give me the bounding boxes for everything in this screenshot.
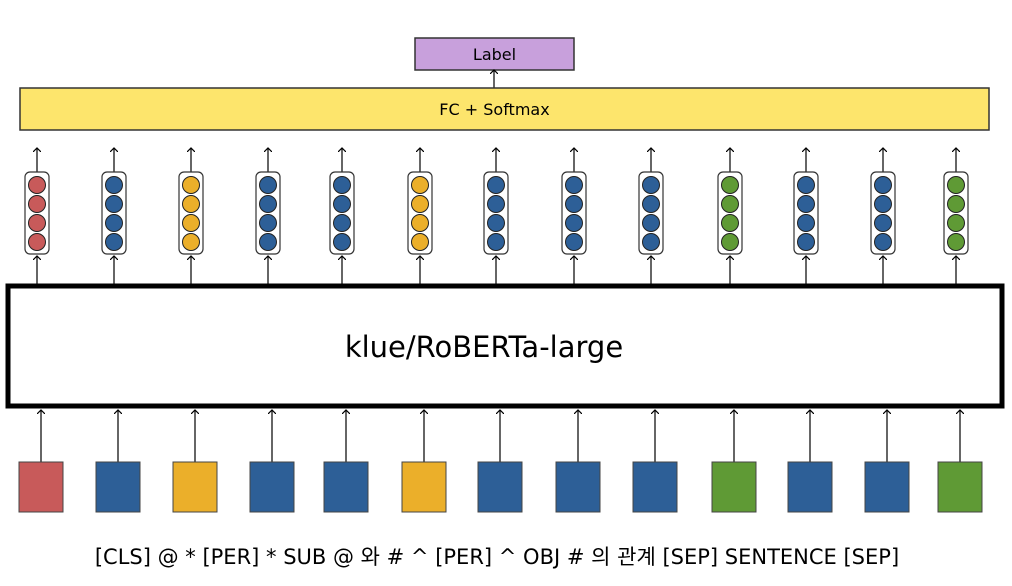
embedding-dot: [487, 214, 505, 232]
embedding-dot: [721, 176, 739, 194]
embedding-dot: [333, 176, 351, 194]
embedding-dot: [333, 233, 351, 251]
embedding-dot: [411, 233, 429, 251]
input-token-yellow: [172, 461, 218, 513]
input-sequence-caption: [CLS] @ * [PER] * SUB @ 와 # ^ [PER] ^ OB…: [95, 545, 899, 569]
label-box-text: Label: [473, 45, 516, 64]
embedding-dot: [182, 214, 200, 232]
embedding-dot: [259, 214, 277, 232]
embedding-dot: [333, 214, 351, 232]
embedding-vector: [407, 171, 433, 255]
embedding-dot: [182, 176, 200, 194]
embedding-dot: [947, 214, 965, 232]
embedding-dot: [105, 233, 123, 251]
embedding-dot: [411, 214, 429, 232]
embedding-vector: [870, 171, 896, 255]
embedding-dot: [411, 176, 429, 194]
embedding-dot: [642, 214, 660, 232]
embedding-dot: [874, 195, 892, 213]
embedding-dot: [797, 176, 815, 194]
embedding-dot: [642, 195, 660, 213]
embedding-dot: [947, 195, 965, 213]
input-token-blue: [477, 461, 523, 513]
model-box: klue/RoBERTa-large: [5, 283, 1005, 409]
input-token-blue: [864, 461, 910, 513]
embedding-dot: [642, 233, 660, 251]
output-embeddings: [24, 148, 969, 284]
embedding-dot: [259, 233, 277, 251]
embedding-dot: [565, 233, 583, 251]
input-token-green: [937, 461, 983, 513]
model-box-rect: [5, 283, 1005, 409]
input-token-blue: [787, 461, 833, 513]
input-token-red: [18, 461, 64, 513]
embedding-dot: [28, 176, 46, 194]
embedding-dot: [28, 233, 46, 251]
embedding-dot: [721, 233, 739, 251]
embedding-vector: [329, 171, 355, 255]
embedding-dot: [487, 195, 505, 213]
embedding-dot: [721, 195, 739, 213]
embedding-dot: [28, 214, 46, 232]
embedding-dot: [565, 214, 583, 232]
label-box: Label: [414, 37, 575, 71]
embedding-dot: [259, 176, 277, 194]
embedding-dot: [642, 176, 660, 194]
fc-softmax-layer: FC + Softmax: [19, 87, 990, 131]
embedding-dot: [182, 233, 200, 251]
embedding-vector: [101, 171, 127, 255]
embedding-dot: [105, 214, 123, 232]
embedding-dot: [874, 214, 892, 232]
input-tokens: [18, 410, 983, 513]
embedding-dot: [565, 195, 583, 213]
embedding-dot: [105, 195, 123, 213]
embedding-dot: [259, 195, 277, 213]
embedding-vector: [793, 171, 819, 255]
embedding-dot: [797, 195, 815, 213]
embedding-vector: [561, 171, 587, 255]
input-token-blue: [95, 461, 141, 513]
input-token-yellow: [401, 461, 447, 513]
embedding-dot: [797, 214, 815, 232]
embedding-dot: [105, 176, 123, 194]
embedding-dot: [182, 195, 200, 213]
input-token-blue: [323, 461, 369, 513]
embedding-vector: [178, 171, 204, 255]
embedding-vector: [255, 171, 281, 255]
embedding-dot: [333, 195, 351, 213]
input-token-blue: [632, 461, 678, 513]
embedding-dot: [721, 214, 739, 232]
embedding-dot: [874, 233, 892, 251]
label-box-rect: [414, 37, 575, 71]
embedding-vector: [483, 171, 509, 255]
embedding-dot: [28, 195, 46, 213]
model-box-text: klue/RoBERTa-large: [345, 330, 623, 364]
embedding-dot: [874, 176, 892, 194]
embedding-dot: [947, 176, 965, 194]
fc-softmax-text: FC + Softmax: [439, 100, 549, 119]
embedding-dot: [565, 176, 583, 194]
embedding-vector: [24, 171, 50, 255]
embedding-vector: [717, 171, 743, 255]
embedding-vector: [943, 171, 969, 255]
input-token-green: [711, 461, 757, 513]
embedding-dot: [411, 195, 429, 213]
embedding-dot: [487, 233, 505, 251]
input-token-blue: [249, 461, 295, 513]
input-token-blue: [555, 461, 601, 513]
embedding-vector: [638, 171, 664, 255]
embedding-dot: [797, 233, 815, 251]
embedding-dot: [947, 233, 965, 251]
fc-softmax-rect: [19, 87, 990, 131]
embedding-dot: [487, 176, 505, 194]
